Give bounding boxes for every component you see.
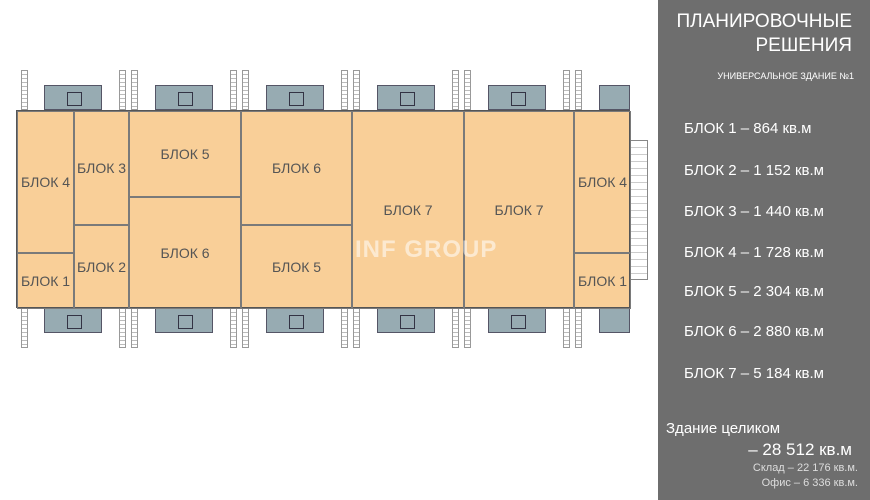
side-ramp — [630, 140, 648, 280]
stair — [21, 308, 28, 348]
stair — [230, 70, 237, 110]
annex — [488, 85, 546, 110]
annex — [599, 85, 630, 110]
block-4-right: БЛОК 4 — [574, 111, 631, 253]
stair — [131, 308, 138, 348]
stair — [242, 70, 249, 110]
block-1-right: БЛОК 1 — [574, 253, 631, 309]
stair — [341, 308, 348, 348]
area-row: БЛОК 4 – 1 728 кв.м — [684, 244, 824, 261]
annex — [599, 308, 630, 333]
stair — [242, 308, 249, 348]
stair — [21, 70, 28, 110]
total-value: – 28 512 кв.м — [748, 440, 852, 459]
annex — [377, 308, 435, 333]
stair — [563, 70, 570, 110]
stair — [230, 308, 237, 348]
title-line: ПЛАНИРОВОЧНЫЕ — [676, 11, 853, 32]
info-panel: ПЛАНИРОВОЧНЫЕ РЕШЕНИЯ УНИВЕРСАЛЬНОЕ ЗДАН… — [658, 0, 870, 500]
stair — [575, 308, 582, 348]
annex — [155, 85, 213, 110]
office-area: Офис – 6 336 кв.м. — [761, 477, 858, 489]
stair — [464, 70, 471, 110]
stair — [575, 70, 582, 110]
stair — [452, 70, 459, 110]
panel-subtitle: УНИВЕРСАЛЬНОЕ ЗДАНИЕ №1 — [717, 71, 854, 81]
block-6-bottom: БЛОК 6 — [129, 197, 241, 309]
area-row: БЛОК 5 – 2 304 кв.м — [684, 283, 824, 300]
stair — [119, 308, 126, 348]
stair — [119, 70, 126, 110]
stair — [353, 308, 360, 348]
stair — [131, 70, 138, 110]
stair — [464, 308, 471, 348]
annex — [266, 308, 324, 333]
title-line: РЕШЕНИЯ — [755, 35, 852, 56]
block-2: БЛОК 2 — [74, 225, 129, 309]
warehouse-area: Склад – 22 176 кв.м. — [752, 462, 858, 474]
area-row: БЛОК 7 – 5 184 кв.м — [684, 365, 824, 382]
block-4-left: БЛОК 4 — [17, 111, 74, 253]
area-row: БЛОК 1 – 864 кв.м — [684, 120, 812, 137]
stair — [452, 308, 459, 348]
block-5-top: БЛОК 5 — [129, 111, 241, 197]
stair — [341, 70, 348, 110]
building-outline: БЛОК 4 БЛОК 1 БЛОК 3 БЛОК 2 БЛОК 5 БЛОК … — [16, 110, 631, 309]
annex — [266, 85, 324, 110]
total-label: Здание целиком — [666, 420, 781, 437]
watermark-logo: INF GROUP — [355, 236, 498, 263]
block-5-bottom: БЛОК 5 — [241, 225, 352, 309]
block-3: БЛОК 3 — [74, 111, 129, 225]
annex — [377, 85, 435, 110]
block-7-left: БЛОК 7 — [352, 111, 464, 309]
annex — [44, 85, 102, 110]
annex — [44, 308, 102, 333]
block-1-left: БЛОК 1 — [17, 253, 74, 309]
stair — [353, 70, 360, 110]
area-row: БЛОК 2 – 1 152 кв.м — [684, 162, 824, 179]
annex — [488, 308, 546, 333]
block-6-top: БЛОК 6 — [241, 111, 352, 225]
area-row: БЛОК 6 – 2 880 кв.м — [684, 323, 824, 340]
panel-title: ПЛАНИРОВОЧНЫЕ РЕШЕНИЯ — [677, 10, 853, 58]
annex — [155, 308, 213, 333]
area-row: БЛОК 3 – 1 440 кв.м — [684, 203, 824, 220]
stair — [563, 308, 570, 348]
block-7-right: БЛОК 7 — [464, 111, 574, 309]
